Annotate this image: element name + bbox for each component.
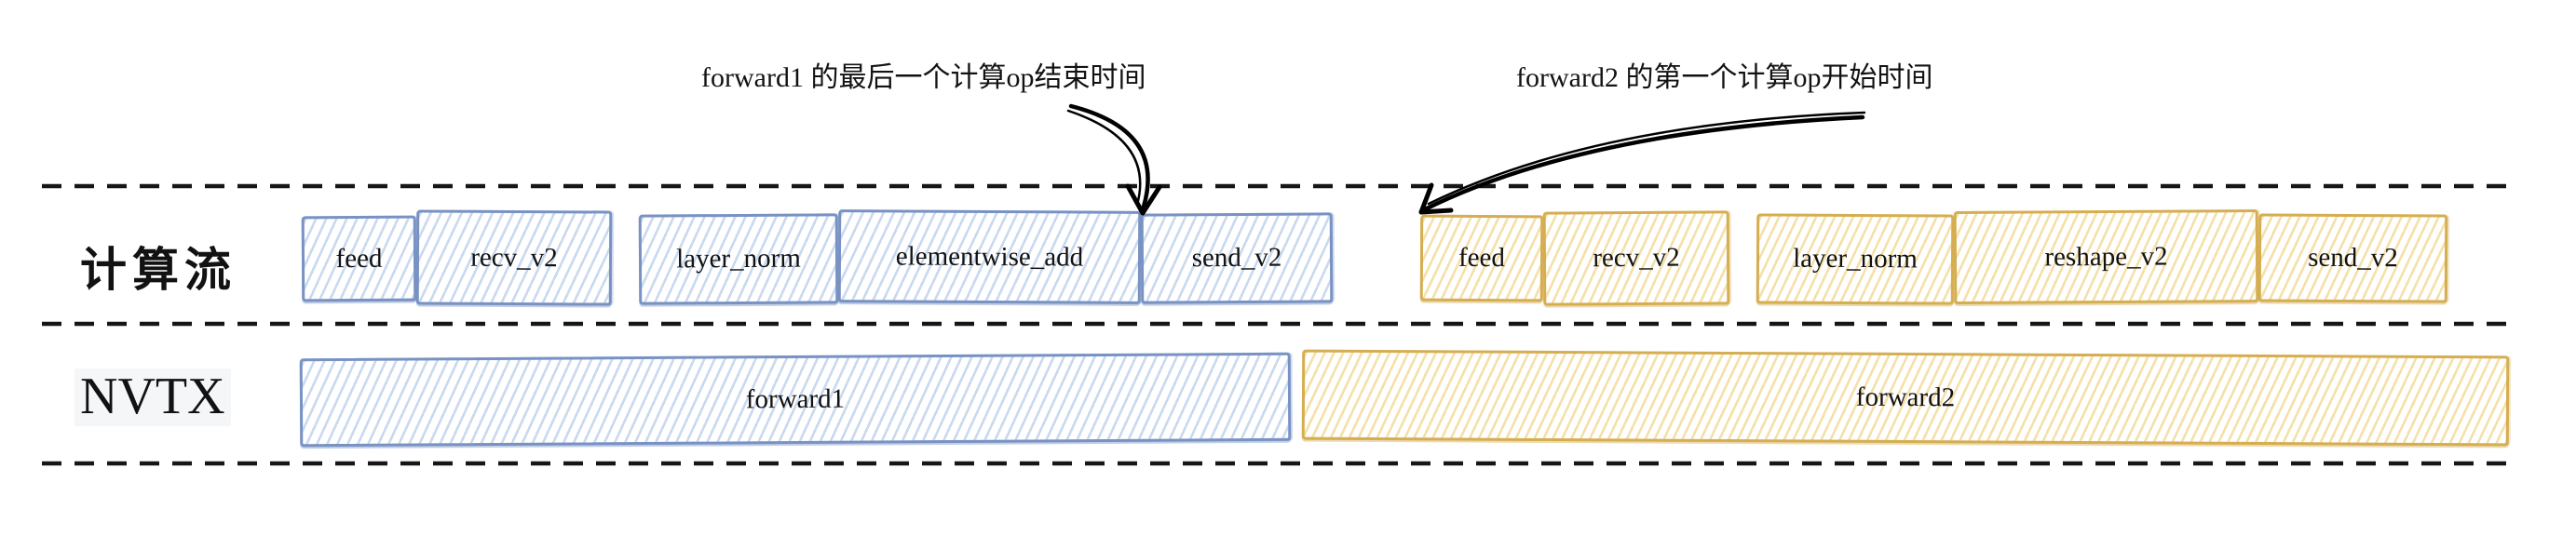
lane-label-compute-stream: 计算流 <box>80 244 237 296</box>
op-box-forward2-feed: feed <box>1419 214 1544 302</box>
arrow-forward2-start <box>1418 111 1866 215</box>
op-box-forward2-layer-norm: layer_norm <box>1756 213 1955 305</box>
lane-label-nvtx: NVTX <box>75 368 231 426</box>
op-box-forward1-elementwise-add: elementwise_add <box>837 209 1142 304</box>
annotation-forward2-start: forward2 的第一个计算op开始时间 <box>1516 62 1933 93</box>
arrow-forward1-end <box>1066 103 1162 216</box>
nvtx-range-forward1: forward1 <box>299 352 1292 448</box>
op-box-forward2-send-v2: send_v2 <box>2257 213 2448 303</box>
op-box-forward2-reshape-v2: reshape_v2 <box>1953 209 2259 304</box>
op-box-forward2-recv-v2: recv_v2 <box>1542 210 1730 306</box>
nvtx-range-forward2: forward2 <box>1301 349 2510 447</box>
op-box-forward1-send-v2: send_v2 <box>1140 212 1334 304</box>
op-box-forward1-recv-v2: recv_v2 <box>415 209 613 306</box>
op-box-forward1-layer-norm: layer_norm <box>638 213 839 305</box>
op-box-forward1-feed: feed <box>301 215 417 302</box>
annotation-forward1-end: forward1 的最后一个计算op结束时间 <box>701 62 1146 93</box>
